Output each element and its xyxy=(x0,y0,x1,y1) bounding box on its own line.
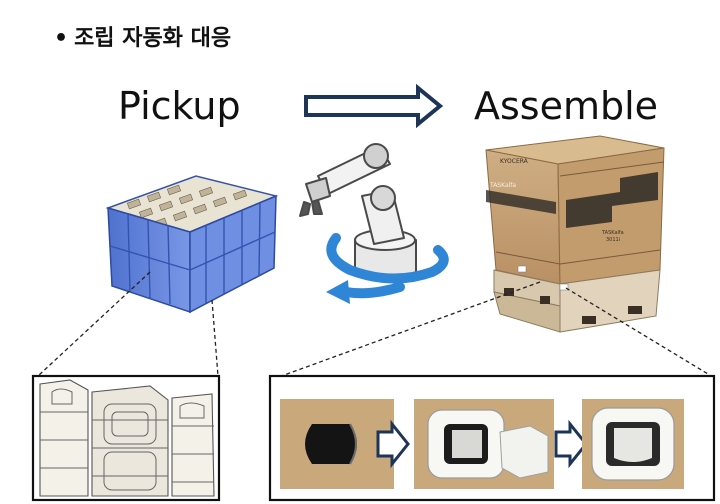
double-arrow-icon xyxy=(304,83,444,129)
callout-lines xyxy=(37,271,709,379)
box-side-sub-text: 3011i xyxy=(606,237,620,243)
small-arrow-icon xyxy=(554,419,588,469)
assemble-label: Assemble xyxy=(474,84,659,128)
pickup-label: Pickup xyxy=(118,84,241,128)
box-side-model-text: TASKalfa xyxy=(601,230,624,236)
robot-arm-icon xyxy=(299,143,417,280)
assembled-box-image: KYOCERA TASKalfa TASKalfa 3011i xyxy=(485,135,665,333)
crate-image xyxy=(105,175,279,314)
insertion-sequence-inset xyxy=(268,374,716,502)
box-product-text: TASKalfa xyxy=(489,182,516,189)
small-arrow-icon xyxy=(376,419,410,469)
title-text: 조립 자동화 대응 xyxy=(74,26,232,51)
box-brand-text: KYOCERA xyxy=(500,158,529,165)
bullet: • xyxy=(54,26,69,51)
crate-detail-inset xyxy=(31,374,221,502)
section-title: •조립 자동화 대응 xyxy=(54,20,231,52)
rotation-arrow-icon xyxy=(326,233,449,304)
